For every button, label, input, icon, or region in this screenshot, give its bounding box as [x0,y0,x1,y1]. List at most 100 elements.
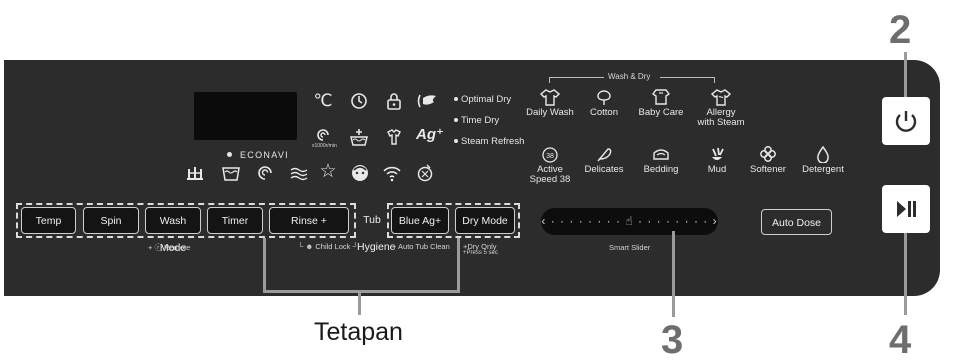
program-label: Detergent [802,164,844,175]
water-add-icon [348,128,370,146]
baby-clothes-icon [632,88,690,108]
softener-indicator: Softener [742,145,794,175]
temperature-icon: ℃ [312,92,334,109]
tshirt-icon [522,88,578,108]
wash-dry-line-right [660,77,715,78]
auto-dose-button[interactable]: Auto Dose [761,209,832,235]
wash-mode-button[interactable]: Wash Mode [145,207,201,254]
favorite-star-icon: ☆ [319,161,337,182]
child-lock-text: Child Lock [315,242,351,251]
droplet-detergent-icon [795,145,851,165]
lcd-display [194,92,297,140]
speed-38-icon: 38 [522,145,578,165]
wash-dry-label: Wash & Dry [608,72,651,81]
temp-button[interactable]: Temp [21,207,76,234]
remote-label: + ⓡ Remote [148,243,191,252]
program-label: Bedding [643,164,679,175]
temp-unit: ℃ [313,91,333,110]
blue-ag-icon: Ag⁺ [416,126,444,143]
program-cotton: Cotton [579,88,629,118]
program-label: with Steam [697,117,745,128]
detergent-indicator: Detergent [795,145,851,175]
tetapan-bracket-left [263,238,266,293]
detergent-tray-icon [184,164,206,182]
dry-only-label: +Dry Only [463,242,497,251]
cotton-icon [579,88,629,108]
svg-text:38: 38 [546,153,554,160]
timer-button[interactable]: Timer [207,207,263,234]
callout-4: 4 [889,318,912,362]
callout-line-2 [904,52,907,97]
callout-3: 3 [661,318,684,362]
callout-line-4 [904,233,907,315]
spin-icon [312,128,334,142]
rinse-plus-button[interactable]: Rinse + [269,207,349,234]
settings-group-left [16,203,356,238]
mud-splash-icon [692,145,742,165]
callout-2: 2 [889,8,912,52]
econavi-label: ECONAVI [240,150,289,160]
program-active-speed: 38 Active Speed 38 [522,145,578,185]
clock-icon [348,92,370,110]
program-mud: Mud [692,145,742,175]
power-button[interactable] [882,97,930,145]
program-baby-care: Baby Care [632,88,690,118]
auto-tub-clean-label: + Auto Tub Clean [392,242,450,251]
program-label: Mud [707,164,727,175]
child-lock-label: └ ☻ Child Lock ┘ [298,242,358,251]
feather-icon [579,145,629,165]
tub-hygiene-button[interactable]: Tub Hygiene [357,214,396,253]
play-pause-icon [897,201,916,217]
press-5-sec-label: +Press 5 sec [463,250,498,256]
dry-option-label: Optimal Dry [461,94,512,105]
wifi-icon [381,164,403,182]
program-label: Cotton [590,107,618,118]
program-label: Allergy [706,107,736,118]
start-pause-button[interactable] [882,185,930,233]
smart-slider-label: Smart Slider [609,243,651,252]
program-label: Baby Care [638,107,684,118]
wash-dry-tick-right [714,77,715,83]
program-label: Active [537,164,563,175]
tetapan-label: Tetapan [314,318,403,346]
settings-group-right [387,203,520,238]
program-label: Speed 38 [529,174,571,185]
tetapan-bracket-stem [358,290,361,315]
dry-option-steam: Steam Refresh [454,136,524,147]
steam-shirt-program-icon [692,88,750,108]
spin-button[interactable]: Spin [83,207,139,234]
flower-softener-icon [742,145,794,165]
dryer-feather-icon [416,92,438,110]
program-bedding: Bedding [632,145,690,175]
spin-unit-label: x1000r/min [312,143,337,149]
tub-clean-icon [414,164,436,182]
dry-option-optimal: Optimal Dry [454,94,511,105]
smart-slider[interactable]: ‹ · · · · · · · · ☝ · · · · · · · · › [541,208,718,235]
program-label: Delicates [584,164,624,175]
program-daily-wash: Daily Wash [522,88,578,118]
program-allergy-steam: Allergy with Steam [692,88,750,128]
spiral-spin-icon [254,164,276,182]
program-delicates: Delicates [579,145,629,175]
steam-shirt-icon [383,128,405,146]
control-panel [4,60,940,296]
tetapan-bracket-bottom [263,290,460,293]
callout-line-3 [672,231,675,317]
lock-icon [383,92,405,110]
program-label: Daily Wash [526,107,574,118]
econavi-indicator [227,152,232,157]
dry-option-time: Time Dry [454,115,499,126]
wash-tub-icon [220,164,242,182]
child-face-icon [349,164,371,182]
wash-dry-tick-left [549,77,550,83]
bedding-icon [632,145,690,165]
power-icon [895,111,917,132]
dry-option-label: Steam Refresh [461,136,525,147]
wind-dry-icon [288,164,310,182]
tetapan-bracket-right [457,238,460,293]
dry-option-label: Time Dry [461,115,500,126]
program-label: Softener [750,164,786,175]
blue-ag-button[interactable]: Blue Ag+ [391,207,449,234]
dry-mode-button[interactable]: Dry Mode [455,207,515,234]
wash-dry-line-left [549,77,604,78]
